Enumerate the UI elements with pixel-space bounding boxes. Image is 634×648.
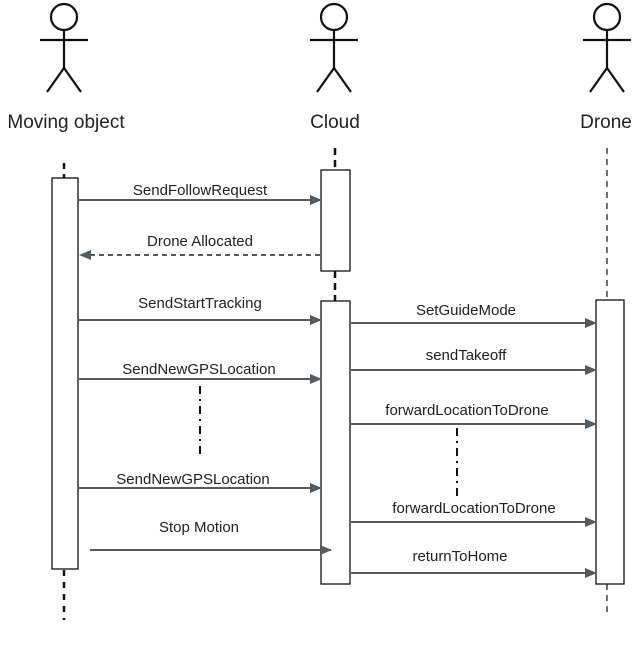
activation-cloud-1 xyxy=(320,169,351,272)
activation-drone xyxy=(595,299,625,585)
label-send-follow-request: SendFollowRequest xyxy=(133,182,268,199)
label-send-takeoff: sendTakeoff xyxy=(426,347,507,364)
actor-label-drone: Drone xyxy=(580,112,632,133)
label-drone-allocated: Drone Allocated xyxy=(147,233,253,250)
label-send-new-gps-location-1: SendNewGPSLocation xyxy=(122,361,275,378)
actor-moving-object-figure xyxy=(40,2,88,93)
label-send-start-tracking: SendStartTracking xyxy=(138,295,262,312)
label-send-new-gps-location-2: SendNewGPSLocation xyxy=(116,471,269,488)
actor-cloud-figure xyxy=(310,2,358,93)
label-stop-motion: Stop Motion xyxy=(159,519,239,536)
label-forward-location-to-drone-1: forwardLocationToDrone xyxy=(385,402,548,419)
activation-moving-object xyxy=(51,177,79,570)
actor-label-moving-object: Moving object xyxy=(7,112,125,133)
label-forward-location-to-drone-2: forwardLocationToDrone xyxy=(392,500,555,517)
label-return-to-home: returnToHome xyxy=(412,548,507,565)
actor-drone-figure xyxy=(583,2,631,93)
activation-cloud-2 xyxy=(320,300,351,585)
actor-label-cloud: Cloud xyxy=(310,112,360,133)
label-set-guide-mode: SetGuideMode xyxy=(416,302,516,319)
